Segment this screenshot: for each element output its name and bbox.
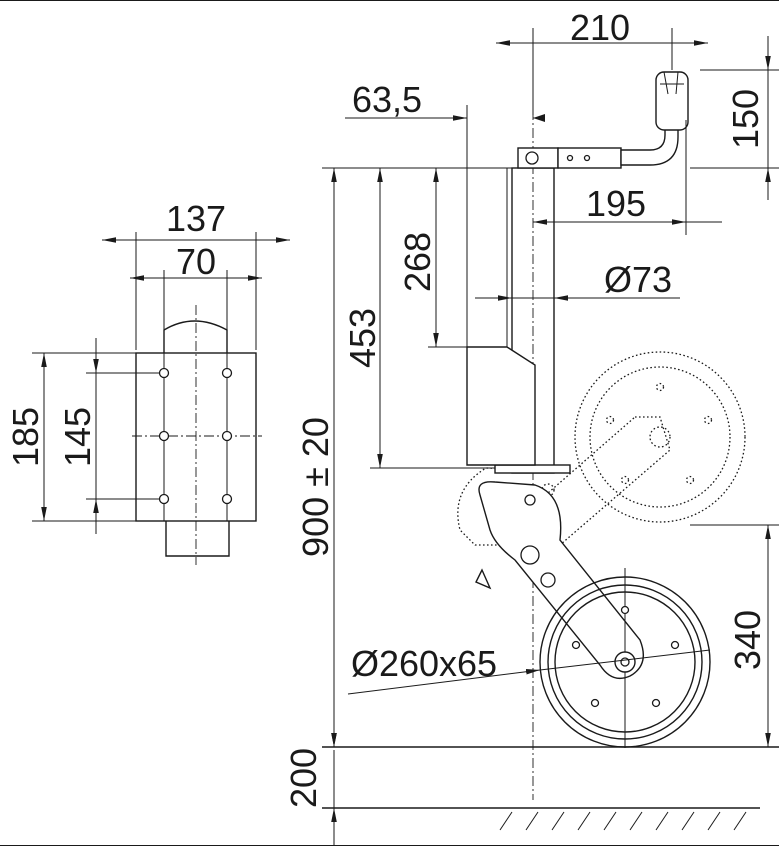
tube-collar bbox=[494, 464, 571, 474]
label-tube-length: 453 bbox=[342, 308, 383, 368]
dim-bolt-spacing-v: 145 bbox=[57, 338, 160, 534]
dim-handle-offset: 63,5 bbox=[345, 79, 545, 300]
label-handle-reach: 195 bbox=[586, 183, 646, 224]
dim-tube-diameter: Ø73 bbox=[475, 259, 680, 301]
label-stroke: 268 bbox=[397, 232, 438, 292]
jockey-wheel-assembly bbox=[457, 71, 746, 800]
dim-handle-height: 150 bbox=[690, 36, 779, 200]
dim-plate-width: 137 bbox=[102, 198, 290, 350]
mounting-plate-view bbox=[132, 305, 262, 565]
dim-bolt-spacing-h: 70 bbox=[130, 241, 262, 353]
dim-total-height: 900 ± 20 bbox=[295, 168, 337, 747]
label-ground-clearance: 200 bbox=[283, 748, 324, 808]
dim-wheel-size: Ø260x65 bbox=[347, 643, 711, 695]
label-total-height: 900 ± 20 bbox=[295, 417, 336, 557]
label-wheel-height: 340 bbox=[727, 610, 768, 670]
dim-stroke: 268 bbox=[322, 167, 512, 348]
swivel-fork bbox=[478, 481, 644, 680]
dim-top-width: 210 bbox=[496, 7, 708, 115]
label-top-width: 210 bbox=[570, 7, 630, 48]
label-wheel-size: Ø260x65 bbox=[351, 643, 497, 684]
label-handle-height: 150 bbox=[725, 89, 766, 149]
dim-handle-reach: 195 bbox=[533, 120, 722, 235]
label-plate-width: 137 bbox=[166, 198, 226, 239]
label-bolt-spacing-h: 70 bbox=[176, 241, 216, 282]
label-handle-offset: 63,5 bbox=[352, 79, 422, 120]
dim-tube-length: 453 bbox=[342, 168, 495, 469]
dim-plate-height: 185 bbox=[5, 352, 136, 522]
dim-wheel-height: 340 bbox=[690, 524, 779, 747]
clamp-bracket bbox=[466, 346, 536, 466]
label-tube-diameter: Ø73 bbox=[604, 259, 672, 300]
ground bbox=[322, 746, 779, 831]
dim-ground-clearance: 200 bbox=[283, 710, 337, 845]
label-plate-height: 185 bbox=[5, 407, 46, 467]
label-bolt-spacing-v: 145 bbox=[57, 407, 98, 467]
handle-grip bbox=[655, 71, 689, 131]
